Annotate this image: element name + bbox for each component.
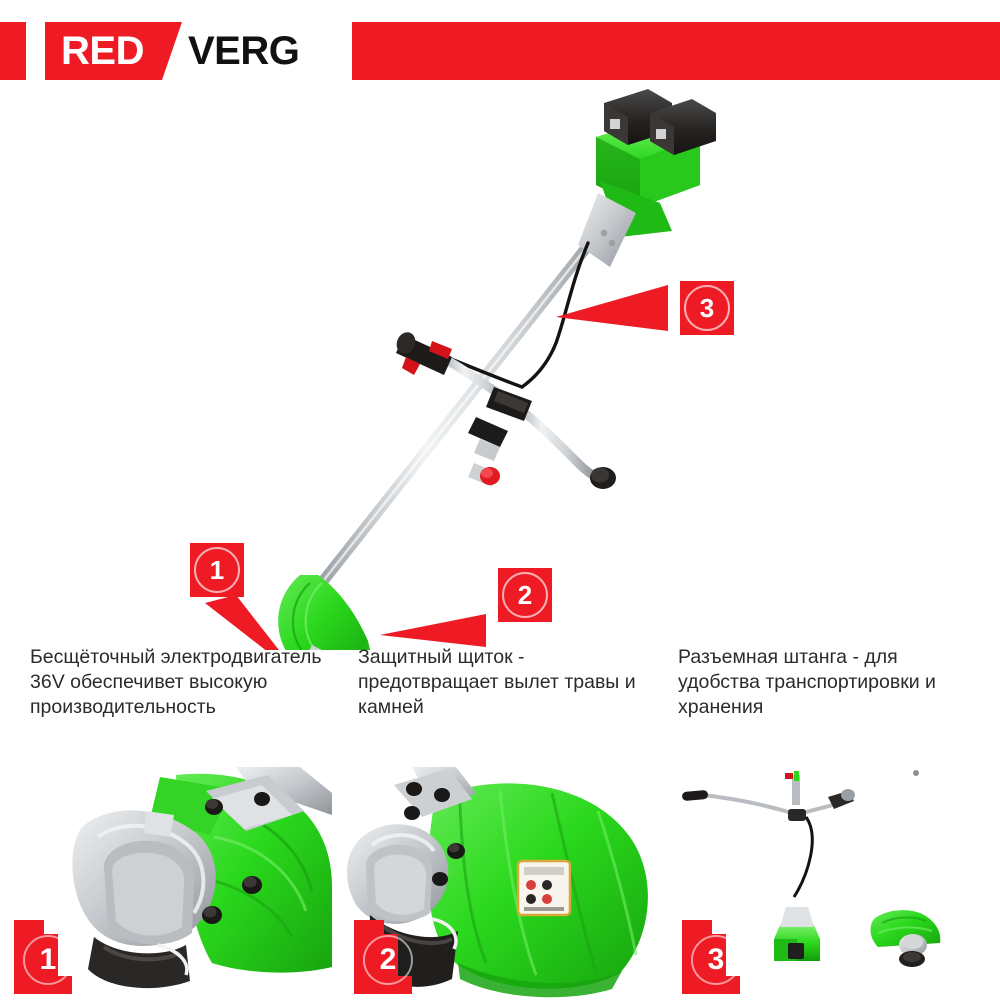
panel-1-badge[interactable]: 1 (14, 920, 86, 994)
callout-badge-2[interactable]: 2 (498, 568, 552, 622)
gearbox-housing (72, 810, 216, 947)
battery-pack-right (650, 99, 716, 155)
shaft-top (206, 767, 332, 831)
logo-black-block: VERG (162, 22, 300, 80)
hero-product-image: 1 2 3 (0, 85, 1000, 650)
panel-3-badge[interactable]: 3 (682, 920, 754, 994)
housing-bolts (404, 782, 465, 886)
detail-panel-2[interactable]: 2 (340, 767, 662, 1000)
brand-header: RED VERG (0, 0, 1000, 100)
callout-arrow-2 (380, 614, 486, 647)
callout-2-number: 2 (517, 580, 533, 610)
throttle-grip (396, 332, 452, 375)
upper-shaft-assembly (682, 771, 855, 961)
callout-1-box[interactable]: 1 (190, 543, 244, 597)
caption-2: Защитный щиток - предотвращает вылет тра… (358, 646, 636, 718)
head-clamp (309, 645, 322, 650)
callout-3-ring: 3 (684, 285, 730, 331)
spool-bottom (88, 937, 190, 989)
brand-logo: RED VERG (45, 22, 300, 80)
panel-3-badge-shape (682, 920, 741, 994)
logo-text-red: RED (61, 29, 144, 73)
head-and-spool (899, 934, 927, 967)
guard-warning-label (516, 859, 572, 917)
panel-3-badge-number: 3 (707, 943, 725, 976)
logo-red-block: RED (45, 22, 182, 80)
callout-arrow-1 (205, 595, 279, 650)
callout-arrow-3 (556, 285, 668, 331)
detail-panel-1[interactable]: 1 (0, 767, 332, 1000)
detail-photo-panels: 1 (0, 767, 1000, 1000)
header-accent-bar-right (352, 22, 1000, 80)
callout-1-number: 1 (209, 555, 225, 585)
housing-bolts (202, 792, 270, 924)
feature-captions: Бесщёточный электродвигатель 36V обеспеч… (0, 645, 1000, 765)
panel-2-badge[interactable]: 2 (354, 920, 426, 994)
shaft-quick-release (468, 417, 508, 487)
panel-1-badge-shape (14, 920, 73, 994)
battery-mount (596, 89, 716, 237)
handlebar-clamp (486, 387, 532, 421)
shaft-top-fitting (785, 771, 800, 805)
throttle-head (828, 789, 855, 809)
main-shaft (314, 199, 626, 591)
callout-2-ring: 2 (502, 572, 548, 618)
lower-shaft-assembly (870, 770, 941, 967)
battery-base (774, 907, 820, 961)
logo-text-black: VERG (187, 29, 300, 73)
callout-badge-1[interactable]: 1 (190, 543, 244, 597)
caption-3: Разъемная штанга - для удобства транспор… (678, 646, 936, 718)
header-accent-bar-left (0, 22, 26, 80)
callout-1-ring: 1 (194, 547, 240, 593)
handlebar (396, 332, 616, 489)
bar-end-cap (590, 467, 616, 489)
detail-panel-3[interactable]: 3 (668, 767, 1000, 1000)
callout-3-box[interactable]: 3 (680, 281, 734, 335)
callout-3-number: 3 (699, 293, 715, 323)
caption-1: Бесщёточный электродвигатель 36V обеспеч… (30, 646, 322, 718)
callout-badge-3[interactable]: 3 (680, 281, 734, 335)
panel-2-badge-number: 2 (379, 943, 397, 976)
callout-2-box[interactable]: 2 (498, 568, 552, 622)
trimmer-illustration (205, 89, 716, 650)
cutting-head-assembly (278, 575, 371, 650)
shaft-coupler-upper (578, 193, 636, 267)
panel-1-badge-number: 1 (39, 943, 57, 976)
panel-2-badge-shape (354, 920, 413, 994)
gearbox-housing (347, 824, 449, 924)
